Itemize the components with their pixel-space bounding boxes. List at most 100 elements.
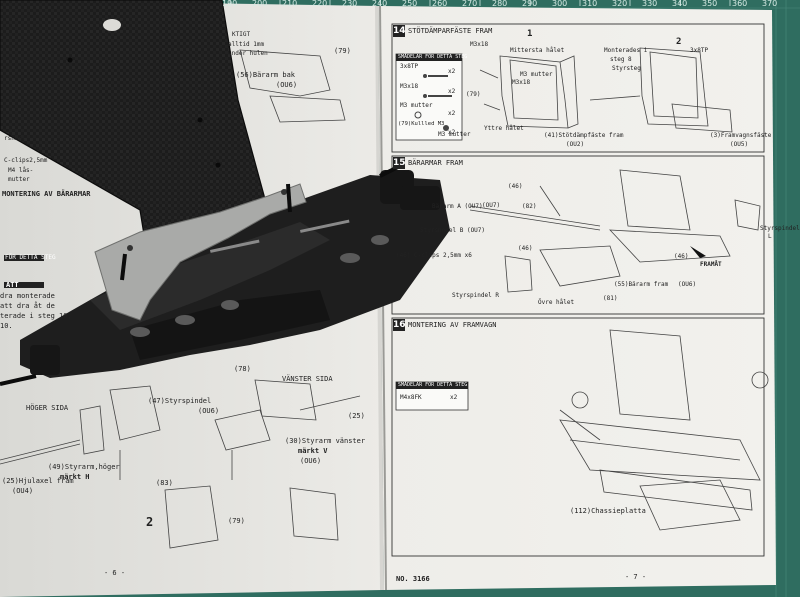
s15-framat: FRAMÅT [700, 261, 722, 268]
s15-ovre-halet: Övre hålet [538, 299, 575, 306]
mat-ruler-ticks [229, 0, 731, 6]
section-number-15: 15 [393, 157, 406, 169]
s14-part41: (41)Stötdämpfäste fram [544, 132, 624, 139]
hinge-pins [210, 219, 350, 253]
s15-ou6: (OU6) [678, 281, 697, 288]
s15-part46-a: (46) [508, 183, 523, 190]
label-alltid: alltid 1mm [228, 41, 265, 48]
s14-yttre: Yttre hålet [484, 125, 524, 132]
mat-ruler-number: 210 [282, 0, 298, 8]
mat-ruler-number: 340 [672, 0, 688, 8]
carbon-chassis-plate [0, 0, 268, 272]
section-title-16: MONTERING AV FRAMVAGN [408, 321, 497, 329]
label-clips: C-clips2,5mm [4, 157, 48, 164]
mat-ruler-number: 350 [702, 0, 718, 8]
small-parts-header-bar-14 [396, 54, 462, 61]
label-part30: (30)Styrarm vänster [285, 437, 366, 445]
label-vanster-sida: VÄNSTER SIDA [282, 375, 333, 383]
s14-ou2: (OU2) [566, 141, 585, 148]
s15-part46-c: (46) [674, 253, 689, 260]
s16-box-item: M4x8FK [400, 394, 422, 401]
left-page-number: - 6 - [104, 569, 126, 577]
mat-ruler-number: 290 [522, 0, 538, 8]
s14-part3: (3)Framvagnsfäste [710, 132, 772, 139]
s14-box-item-4: (79)Kullled M3 [398, 121, 445, 127]
mat-ruler-number: 220 [312, 0, 328, 8]
label-ou6-30: (OU6) [300, 457, 322, 465]
label-m4-las: M4 lås- [8, 167, 34, 174]
s14-styrsteg: Styrsteg [612, 65, 641, 72]
s15-bararm-a: Bärarm A (OU7) [432, 203, 483, 210]
left-att-bar [4, 282, 44, 288]
steering-knuckles [30, 170, 440, 375]
s14-box-item-1: 3x8TP [400, 63, 419, 70]
suspension-arm-upper [90, 222, 330, 330]
s15-styrsnodel: Styrsnodel B (OU7) [420, 227, 486, 234]
mat-ruler-number: 260 [432, 0, 448, 8]
mat-ruler-number: 370 [762, 0, 778, 8]
s14-monterades: Monterades i [604, 47, 648, 54]
mat-ruler-number: 200 [252, 0, 268, 8]
label-monterade-4: 10. [0, 322, 13, 330]
s15-styrspindel-l: Styrspindel [760, 225, 800, 232]
label-ou6-47: (OU6) [198, 407, 220, 415]
mat-ruler-number: 360 [732, 0, 748, 8]
label-under-hulen: under hulen [228, 50, 268, 57]
s14-box-qty-3: x2 [448, 110, 456, 117]
s14-box-qty-1: x2 [448, 68, 456, 75]
shock-tower-alu [95, 184, 306, 320]
suspension-arm-lower [130, 290, 330, 360]
s14-box-item-2: M3x18 [400, 83, 419, 90]
s14-box-qty-4: x2 [448, 129, 456, 136]
s15-l-mark: L [768, 233, 772, 240]
left-page-drawings [0, 49, 361, 549]
label-rsnmel: rsnmel [4, 135, 26, 142]
label-part30-mark: märkt V [298, 447, 328, 455]
label-part49-mark: märkt H [60, 473, 90, 481]
s14-m3-mutter-a: M3 mutter [520, 71, 553, 78]
label-montering: MONTERING AV BÄRARMAR [2, 190, 91, 198]
label-part78: (78) [234, 365, 251, 373]
framat-arrow [690, 246, 706, 258]
right-page-number: - 7 - [625, 573, 647, 581]
s14-3x8tp: 3x8TP [690, 47, 709, 54]
label-part49: (49)Styrarm,höger [48, 463, 120, 471]
s14-m3x18-a: M3x18 [470, 41, 489, 48]
section-title-14: STÖTDÄMPARFÄSTE FRAM [408, 27, 493, 35]
section-frames [391, 23, 765, 557]
s14-m3x18-b: M3x18 [512, 79, 531, 86]
s14-mount-drawing [479, 47, 733, 133]
left-small-parts-bar [4, 255, 44, 261]
s14-box-qty-2: x2 [448, 88, 456, 95]
mat-ruler-number: 300 [552, 0, 568, 8]
s15-clips: (46) C-clips 2,5mm x6 [396, 252, 472, 259]
s15-part81: (81) [603, 295, 618, 302]
s14-part79: (79) [466, 91, 481, 98]
label-monterade-1: dra monterade [0, 292, 55, 300]
label-part56: (56)Bärarm bak [236, 71, 296, 79]
section-number-14: 14 [393, 25, 406, 37]
s15-styrspindel-r: Styrspindel R [452, 292, 499, 299]
mat-ruler-number: 230 [342, 0, 358, 8]
mat-ruler-number: 320 [612, 0, 628, 8]
mat-ruler-number: 270 [462, 0, 478, 8]
s14-step-1: 1 [527, 29, 533, 39]
s16-box-qty: x2 [450, 394, 458, 401]
section-title-15: BÄRARMAR FRAM [408, 159, 463, 167]
mat-ruler-number: 330 [642, 0, 658, 8]
right-footer-no: NO. 3166 [396, 575, 430, 583]
s15-ou7: (OU7) [482, 202, 501, 209]
s15-part55: (55)Bärarm fram [614, 281, 669, 288]
shock-tower-holes [127, 189, 287, 251]
s15-arms-drawing [469, 169, 761, 293]
section-number-16: 16 [393, 319, 406, 331]
s14-box-item-3: M3 mutter [400, 102, 433, 109]
s15-part82: (82) [522, 203, 537, 210]
s14-ou5: (OU5) [730, 141, 749, 148]
label-ou6-top: (OU6) [276, 81, 298, 89]
chassis-hole [103, 19, 121, 31]
mat-ruler-number: 280 [492, 0, 508, 8]
s14-step-2: 2 [676, 37, 682, 47]
